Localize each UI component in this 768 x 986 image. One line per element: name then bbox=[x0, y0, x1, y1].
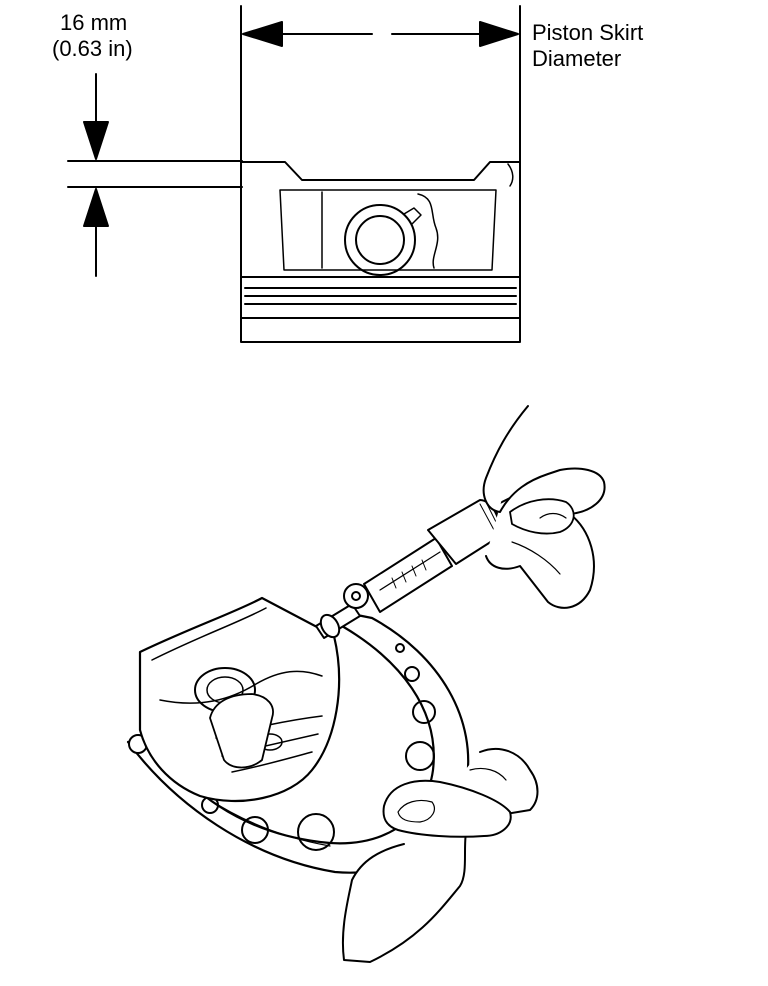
piston-ring-groove bbox=[231, 751, 313, 773]
thimble-knurl bbox=[479, 503, 495, 531]
frame-hole bbox=[297, 813, 335, 851]
lock-nut-center bbox=[351, 591, 361, 601]
sleeve-tick bbox=[421, 559, 427, 571]
thumbnail-upper bbox=[539, 512, 567, 519]
dimension-label-in: (0.63 in) bbox=[52, 36, 133, 61]
skirt-diameter-dimension bbox=[240, 5, 521, 163]
sleeve-tick bbox=[391, 577, 397, 589]
spindle-tip bbox=[319, 613, 341, 639]
micrometer-illustration bbox=[126, 405, 606, 963]
arrow-left-icon bbox=[242, 21, 283, 47]
micrometer-frame bbox=[126, 612, 470, 874]
knuckle-crease bbox=[469, 767, 507, 781]
oil-relief-notch bbox=[507, 163, 514, 187]
piston-crown-edge bbox=[151, 607, 267, 661]
frame-hole bbox=[241, 816, 269, 844]
piston-outline bbox=[240, 161, 521, 343]
pin-boss-outer bbox=[344, 204, 416, 276]
finger-inside-piston bbox=[209, 693, 274, 769]
piston-side-view bbox=[240, 161, 521, 343]
finger-crease bbox=[511, 541, 561, 575]
frame-hole bbox=[405, 741, 435, 771]
arrow-down-icon bbox=[83, 121, 109, 160]
micrometer-sleeve bbox=[363, 537, 453, 613]
sleeve-tick bbox=[401, 571, 407, 583]
skirt-diameter-label-line1: Piston Skirt bbox=[532, 20, 644, 45]
pin-clip bbox=[403, 207, 422, 225]
piston-skirt-edge bbox=[159, 670, 323, 704]
frame-hole bbox=[404, 666, 420, 682]
skirt-diameter-label-line2: Diameter bbox=[532, 46, 622, 71]
sleeve-scale-line bbox=[379, 551, 441, 591]
frame-hole bbox=[412, 700, 436, 724]
arrow-up-icon bbox=[83, 188, 109, 227]
skirt-panel bbox=[279, 189, 497, 271]
lock-nut bbox=[343, 583, 369, 609]
height-dimension bbox=[67, 73, 243, 277]
thumbnail-lower bbox=[397, 799, 435, 823]
pin-bore bbox=[355, 215, 405, 265]
thumb-lower bbox=[382, 779, 512, 838]
skirt-contour-line bbox=[417, 193, 439, 269]
sleeve-tick bbox=[411, 565, 417, 577]
frame-hole bbox=[395, 643, 405, 653]
dimension-label-mm: 16 mm bbox=[60, 10, 128, 35]
arrow-right-icon bbox=[479, 21, 519, 47]
